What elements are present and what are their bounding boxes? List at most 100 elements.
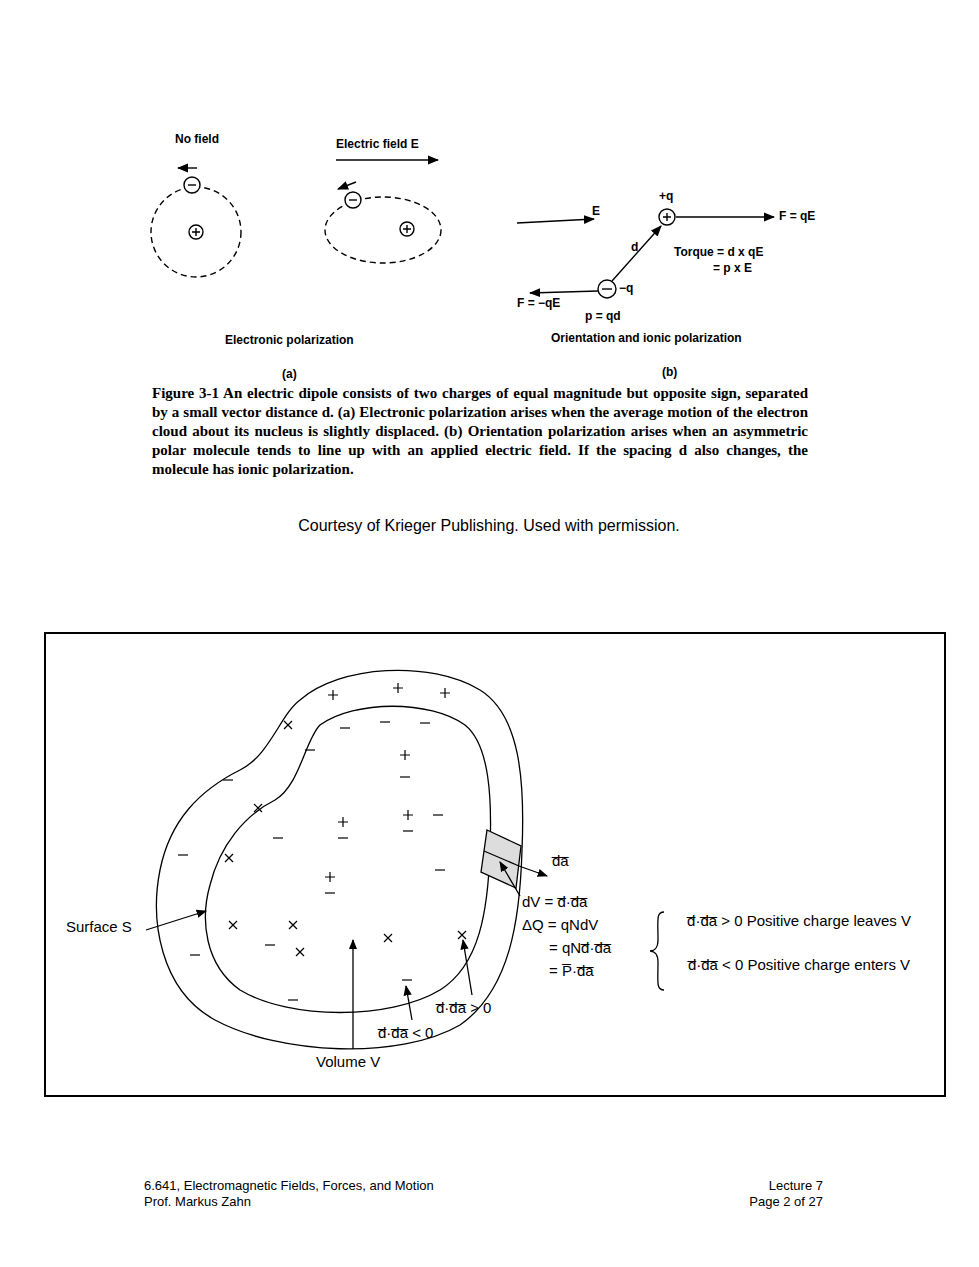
force-arrow: [530, 291, 598, 293]
minus-sign: [349, 199, 357, 200]
charge-symbol: [265, 944, 275, 945]
shaded-element: [481, 830, 521, 888]
figure-label: Orientation and ionic polarization: [551, 331, 742, 345]
figure-label: Electric field E: [336, 137, 419, 151]
dipole-vector: [612, 226, 661, 281]
charge-symbol: [340, 727, 350, 728]
diagram-label: Volume V: [316, 1053, 380, 1071]
da-arrow: [519, 866, 547, 876]
figure-label: No field: [175, 132, 219, 146]
charge-symbol: [403, 830, 413, 831]
figure-label: (a): [282, 367, 297, 381]
charge-symbol: [273, 837, 283, 838]
figure-label: −q: [619, 281, 633, 295]
charge-symbol: [229, 921, 237, 929]
minus-sign: [188, 184, 196, 185]
charge-symbol: [435, 869, 445, 870]
charge-symbol: [296, 948, 304, 956]
positive-charge: [659, 209, 675, 225]
charge-symbol: [254, 804, 262, 812]
figure-label: (b): [662, 365, 677, 379]
charge-symbol: [328, 690, 338, 700]
charge-symbol: [305, 749, 315, 750]
charge-symbol: [338, 817, 348, 827]
charge-symbol: [380, 721, 390, 722]
surface-s: [205, 706, 490, 1012]
charge-symbol: [225, 854, 233, 862]
charge-symbol: [393, 683, 403, 693]
nucleus: [400, 222, 414, 236]
figure-label: p = qd: [585, 309, 621, 323]
charge-symbol: [433, 814, 443, 815]
charge-symbol: [288, 999, 298, 1000]
diagram-label: d̅a̅: [552, 852, 569, 870]
figure-label: F = −qE: [517, 296, 560, 310]
figure-caption: Figure 3-1 An electric dipole consists o…: [152, 384, 808, 479]
figure-label: F = qE: [779, 209, 815, 223]
figure-frame: Surface S d̅a̅ dV = d̅·d̅a̅ ΔQ = qNdV = qNd̅…: [44, 632, 946, 1097]
diagram-label: ΔQ = qNdV: [522, 916, 598, 934]
figure-label: Torque = d x qE: [674, 245, 763, 259]
charge-symbol: [325, 892, 335, 893]
charge-symbol: [400, 750, 410, 760]
figure-label: = p x E: [713, 261, 752, 275]
footer-text: Prof. Markus Zahn: [144, 1194, 251, 1210]
diagram-label: d̅·d̅a̅ > 0 Positive charge leaves V: [668, 912, 930, 930]
electron-orbit: [325, 197, 441, 263]
charge-symbol: [403, 810, 413, 820]
plus-sign: [192, 228, 200, 236]
outer-surface: [157, 670, 523, 1049]
charge-symbol: [400, 776, 410, 777]
field-arrow: [336, 159, 438, 160]
motion-arrow: [178, 167, 197, 168]
leader-arrow: [146, 911, 206, 930]
charge-symbol: [190, 954, 200, 955]
leader-arrow: [463, 940, 472, 995]
electron-orbit: [151, 187, 241, 277]
brace: [650, 912, 664, 990]
figure-label: d: [631, 240, 638, 254]
footer-text: Lecture 7: [769, 1178, 823, 1194]
figure-label: Electronic polarization: [225, 333, 354, 347]
electron: [345, 192, 361, 208]
credit-line: Courtesy of Krieger Publishing. Used wit…: [298, 516, 680, 535]
diagram-label: d̅·d̅a̅ > 0: [436, 999, 491, 1017]
diagram-label: = P̅·d̅a̅: [549, 962, 594, 980]
volume-figure: [146, 670, 664, 1049]
diagram-label: d̅·d̅a̅ < 0: [378, 1024, 433, 1042]
force-arrow: [676, 216, 774, 217]
leader-arrow: [500, 862, 520, 896]
charge-symbol: [458, 931, 466, 939]
diagram-label: d̅·d̅a̅ < 0 Positive charge enters V: [668, 956, 930, 974]
charge-symbol: [402, 979, 412, 980]
charge-symbol: [223, 779, 233, 780]
negative-charge: [598, 280, 616, 298]
figure-label: E: [592, 204, 600, 218]
charge-symbol: [440, 688, 450, 698]
leader-arrow: [406, 986, 412, 1020]
field-arrow: [517, 219, 594, 223]
charge-symbol: [289, 921, 297, 929]
charge-symbol: [325, 872, 335, 882]
figure-label: +q: [659, 189, 673, 203]
charge-symbol: [338, 837, 348, 838]
nucleus: [189, 225, 203, 239]
charge-symbol: [384, 934, 392, 942]
electron: [184, 177, 200, 193]
diagram-label: dV = d̅·d̅a̅: [522, 893, 587, 911]
leader-arrow: [352, 940, 353, 1049]
footer-text: Page 2 of 27: [749, 1194, 823, 1210]
figure-3-1: [151, 160, 774, 298]
charge-symbol: [178, 854, 188, 855]
motion-arrow: [338, 182, 356, 189]
charge-symbol: [284, 721, 292, 729]
minus-sign: [602, 288, 612, 289]
diagram-label: = qNd̅·d̅a̅: [549, 939, 611, 957]
diagram-label: Surface S: [66, 918, 132, 936]
charges: [178, 683, 466, 1000]
plus-sign: [403, 225, 411, 233]
charge-symbol: [420, 722, 430, 723]
plus-sign: [663, 213, 671, 221]
footer-text: 6.641, Electromagnetic Fields, Forces, a…: [144, 1178, 434, 1194]
